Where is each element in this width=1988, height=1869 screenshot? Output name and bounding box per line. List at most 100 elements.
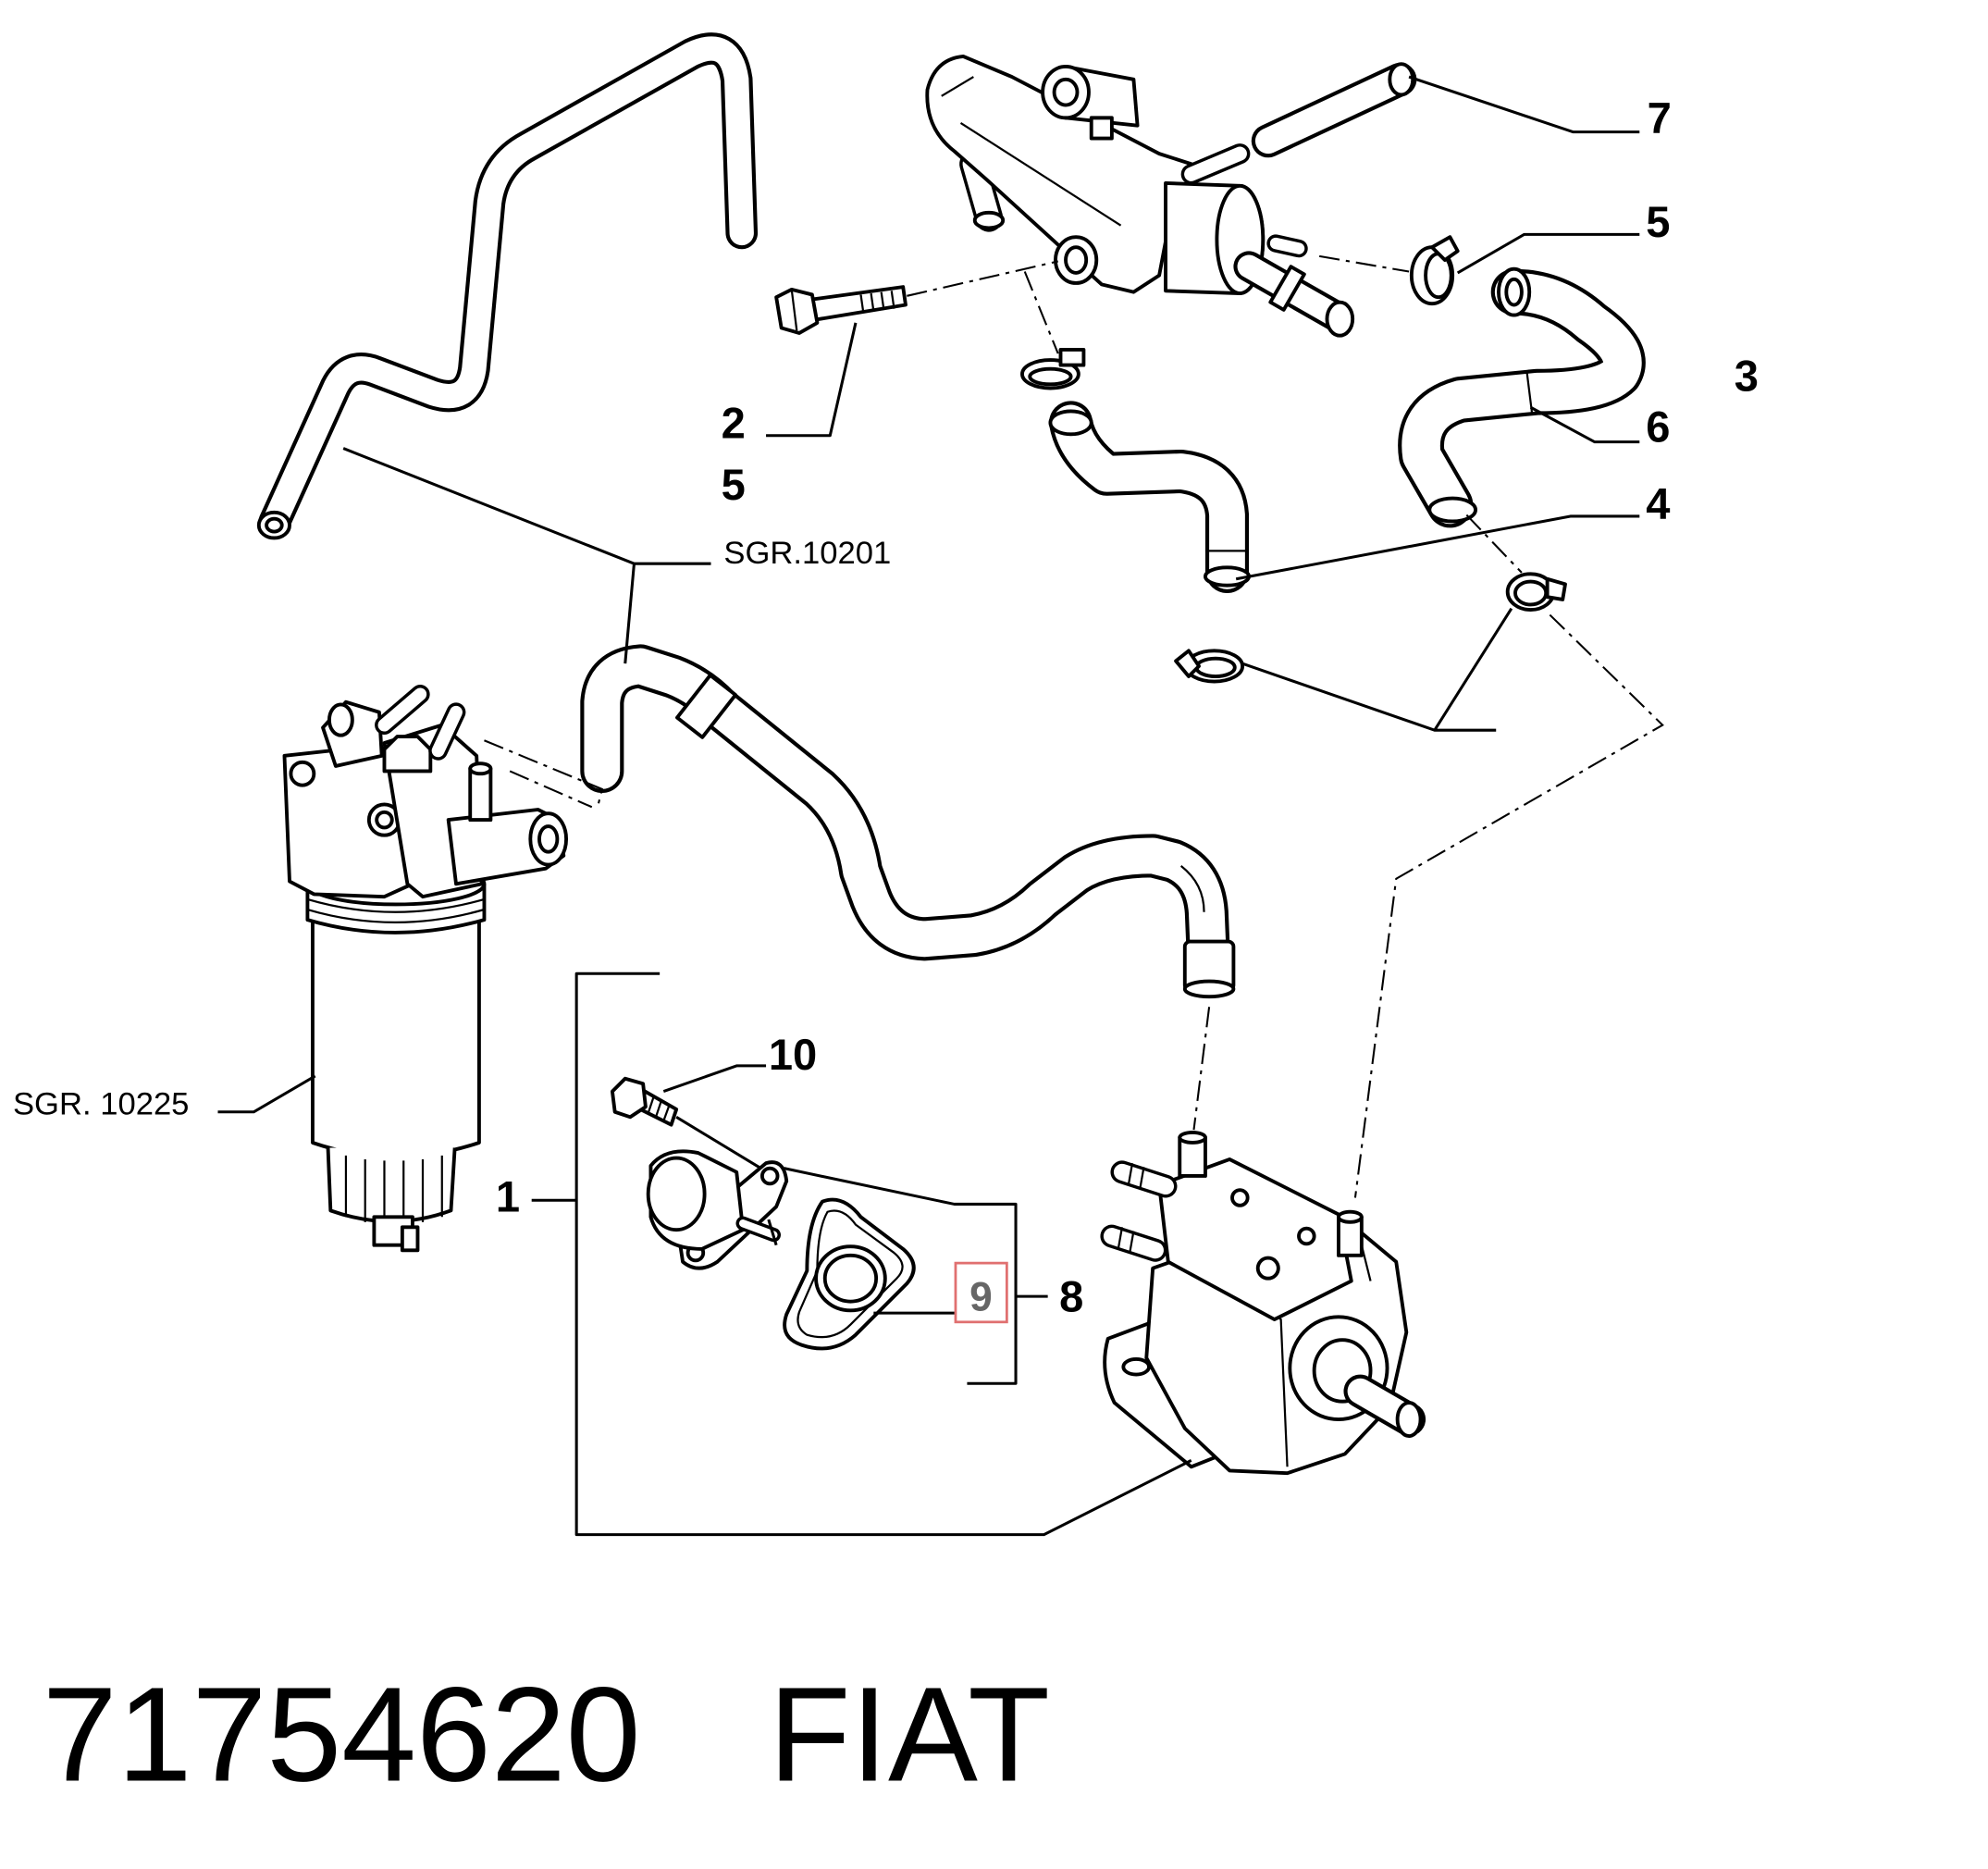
bolt-2 [774,285,908,335]
callout-10: 10 [769,1030,817,1079]
callout-3: 3 [1735,351,1759,400]
clamp-tab [1430,235,1460,262]
pressure-regulator [646,1149,789,1270]
plate-hole-inner [375,810,394,830]
clamp-band-inner [1028,366,1073,387]
manifold-banjo-bore [1052,77,1080,107]
brand-name: FIAT [769,1658,1050,1809]
regulator-flange-hole [759,1166,780,1186]
callout-2: 2 [722,399,746,448]
pump-top-bolt [1230,1188,1250,1207]
hose-7 [1251,62,1417,158]
leader-2 [766,322,858,438]
pump-top-block [1157,1157,1353,1321]
pump-flange-slot [1121,1357,1151,1377]
clamp-ear [1174,649,1201,678]
reference-sgr-10201: SGR.10201 [723,536,891,571]
callout-7: 7 [1648,93,1672,142]
bolt-10 [610,1076,679,1127]
hose-sleeve [675,673,738,739]
hose-core [584,648,1228,992]
hose-opening [1427,496,1478,524]
fuel-hose-middle [580,644,1236,999]
bolt-threads [647,1097,670,1121]
filter-collar-ring [307,897,485,923]
return-hose-long [256,32,759,540]
dash-hose-to-pump [1192,1007,1211,1131]
gasket-9 [783,1197,916,1351]
regulator-stub-core [738,1219,778,1239]
callout-4: 4 [1646,479,1670,528]
hose-6 [1398,266,1646,528]
dash-housing-to-clamp [1318,254,1410,273]
manifold-side-nozzle-core [1269,237,1305,254]
filter-drain-tip [400,1225,420,1253]
manifold-outlet-ring [1268,265,1306,312]
leader-5-top [1456,232,1640,275]
regulator-face [646,1156,707,1232]
dash-clamp-to-pump [1353,613,1664,1198]
highlight-box [954,1261,1008,1324]
leader-clamps [1241,607,1513,732]
pump-top-bolt [1297,1226,1316,1246]
callout-labels: 7 5 3 6 4 2 5 SGR.10201 SGR. 10225 10 1 … [13,93,1759,1321]
leader-lines [217,75,1640,1537]
clamp-small-center [1020,348,1086,390]
leader-sgr-10201 [342,447,711,664]
callout-1: 1 [496,1172,520,1221]
hose-bore [265,516,284,534]
hose-opening [1048,409,1093,437]
clamp-band-inner [1194,656,1237,678]
filter-bottom [326,1147,457,1224]
manifold-body [925,54,1200,294]
pump-top-bolt [1255,1256,1280,1281]
hose-bore [1504,277,1524,307]
filter-port-bore [537,824,560,854]
leader-10 [662,1064,767,1094]
bolt-head [774,287,820,335]
manifold-outlet-end [1325,300,1355,338]
filter-hex-nut [382,735,433,774]
hose-core [262,36,754,536]
fuel-filter [282,685,569,1253]
callout-6: 6 [1646,402,1670,452]
callout-5-top: 5 [1646,197,1670,246]
dash-bolt-to-manifold [907,260,1058,297]
hose-core [1401,272,1642,525]
hose-4 [1048,401,1251,594]
callout-8: 8 [1059,1272,1083,1321]
regulator-pin [767,1219,778,1246]
leader-6 [1529,405,1640,444]
dash-manifold-to-clamp [1023,271,1059,354]
reference-sgr-10225: SGR. 10225 [13,1087,189,1122]
callout-9: 9 [969,1274,993,1319]
leader-7 [1408,75,1640,134]
hose-band [1525,371,1534,413]
hose-core [1254,66,1414,155]
pump-inlet-ribs [1117,1227,1135,1254]
bracket-8 [784,1167,1048,1385]
plate-hole [289,760,316,787]
bracket-1 [531,972,1192,1537]
clamp-right [1505,572,1567,612]
pump-top-fitting-face [1178,1130,1207,1145]
manifold-left-nozzle-core [962,153,1000,229]
clamp-band-inner [1513,579,1549,607]
leader-4 [1235,514,1640,581]
leader-bolt-to-regulator [675,1115,762,1170]
manifold-left-nozzle-end [972,210,1006,230]
high-pressure-pump [1100,1130,1426,1476]
filter-side-fitting-top [468,761,493,776]
filter-left-fitting-face [327,702,354,737]
filter-connection-dash [484,739,604,811]
pump-return-fitting-face [1336,1209,1364,1224]
leader-sgr-10225 [217,1074,316,1114]
footer: 71754620 FIAT [43,1658,1050,1809]
filter-side-fitting [468,766,493,823]
manifold-top-nipple-core [1184,146,1247,181]
manifold-bolt-hole [1064,245,1089,275]
manifold-top-stub [1089,116,1114,141]
pump-shaft-end [1395,1401,1423,1438]
hose-shell [258,32,759,539]
filter-nozzle-core [377,687,427,732]
